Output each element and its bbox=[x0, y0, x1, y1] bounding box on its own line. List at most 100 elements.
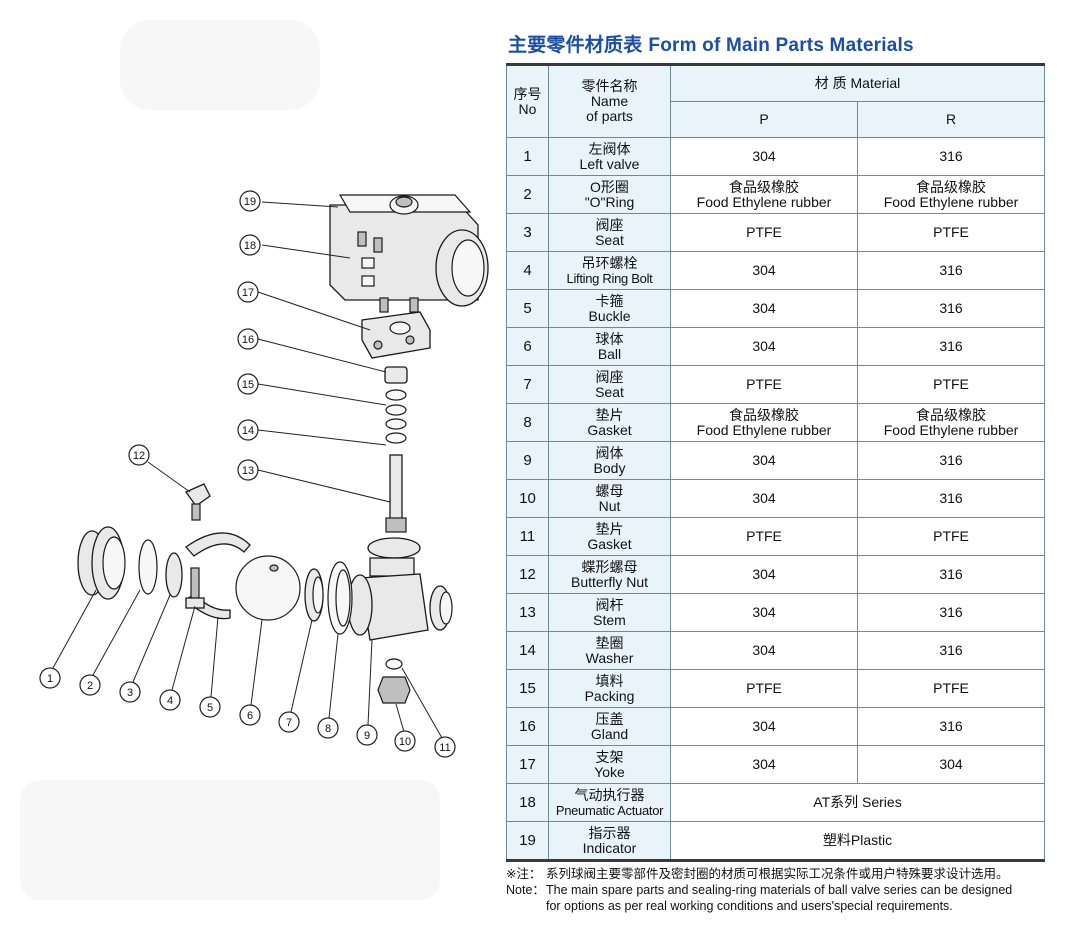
svg-text:14: 14 bbox=[242, 425, 254, 437]
row-no: 19 bbox=[506, 821, 549, 861]
note-en-line2: for options as per real working conditio… bbox=[546, 899, 953, 913]
callout-18: 18 bbox=[239, 234, 261, 256]
row-p: 304 bbox=[670, 555, 858, 594]
callout-13: 13 bbox=[237, 459, 259, 481]
svg-text:17: 17 bbox=[242, 287, 254, 299]
note-zh: ※注： 系列球阀主要零部件及密封圈的材质可根据实际工况条件或用户特殊要求设计选用… bbox=[506, 866, 1056, 882]
row-r: 316 bbox=[856, 593, 1046, 632]
callout-5: 5 bbox=[199, 696, 221, 718]
header-subrow: P R bbox=[507, 101, 1046, 138]
row-r: 316 bbox=[856, 441, 1046, 480]
callout-8: 8 bbox=[317, 717, 339, 739]
row-r: 316 bbox=[856, 555, 1046, 594]
row-r: 316 bbox=[856, 707, 1046, 746]
row-r: PTFE bbox=[856, 669, 1046, 708]
row-p: 304 bbox=[670, 251, 858, 290]
row-no: 11 bbox=[506, 517, 549, 556]
callout-3: 3 bbox=[119, 681, 141, 703]
svg-text:5: 5 bbox=[207, 702, 213, 714]
row-no: 18 bbox=[506, 783, 549, 822]
row-r: 316 bbox=[856, 251, 1046, 290]
svg-text:8: 8 bbox=[325, 723, 331, 735]
callout-2: 2 bbox=[79, 674, 101, 696]
exploded-valve-diagram: 19 18 17 16 15 14 13 12 1 2 3 4 5 6 7 8 … bbox=[20, 20, 489, 900]
valve-body-part bbox=[347, 537, 453, 704]
callout-1: 1 bbox=[39, 667, 61, 689]
callout-6: 6 bbox=[239, 704, 261, 726]
row-p: 304 bbox=[670, 593, 858, 632]
row-p: PTFE bbox=[670, 365, 858, 404]
callout-7: 7 bbox=[278, 711, 300, 733]
note-en-label: Note： bbox=[506, 883, 545, 897]
row-r: 316 bbox=[856, 327, 1046, 366]
row-r: 316 bbox=[856, 479, 1046, 518]
row-r: PTFE bbox=[856, 213, 1046, 252]
header-r: R bbox=[856, 101, 1046, 138]
row-no: 2 bbox=[506, 175, 549, 214]
row-p: 304 bbox=[670, 479, 858, 518]
row-p: 304 bbox=[670, 441, 858, 480]
svg-text:12: 12 bbox=[133, 450, 145, 462]
note-en-line1: The main spare parts and sealing-ring ma… bbox=[546, 883, 1013, 897]
svg-text:6: 6 bbox=[247, 710, 253, 722]
ball-and-seats bbox=[235, 555, 353, 635]
callout-10: 10 bbox=[394, 730, 416, 752]
row-no: 1 bbox=[506, 137, 549, 176]
row-p: PTFE bbox=[670, 517, 858, 556]
callout-19: 19 bbox=[239, 190, 261, 212]
row-no: 14 bbox=[506, 631, 549, 670]
header-material: 材 质 Material bbox=[669, 64, 1046, 102]
row-r: 316 bbox=[856, 137, 1046, 176]
row-r: 304 bbox=[856, 745, 1046, 784]
row-r: PTFE bbox=[856, 365, 1046, 404]
svg-text:7: 7 bbox=[286, 717, 292, 729]
header-name: 零件名称 Name of parts bbox=[548, 64, 671, 138]
row-r: 316 bbox=[856, 289, 1046, 328]
row-r: PTFE bbox=[856, 517, 1046, 556]
callout-16: 16 bbox=[237, 328, 259, 350]
row-p: 304 bbox=[670, 707, 858, 746]
svg-text:19: 19 bbox=[244, 196, 256, 208]
row-merged-material: AT系列 Series bbox=[669, 783, 1046, 822]
note-zh-text: 系列球阀主要零部件及密封圈的材质可根据实际工况条件或用户特殊要求设计选用。 bbox=[546, 867, 1009, 881]
row-no: 12 bbox=[506, 555, 549, 594]
svg-text:10: 10 bbox=[399, 736, 411, 748]
note-en-2: for options as per real working conditio… bbox=[506, 898, 1056, 914]
callout-14: 14 bbox=[237, 419, 259, 441]
svg-text:15: 15 bbox=[242, 379, 254, 391]
yoke-part bbox=[361, 297, 431, 359]
row-p: PTFE bbox=[670, 213, 858, 252]
row-no: 5 bbox=[506, 289, 549, 328]
